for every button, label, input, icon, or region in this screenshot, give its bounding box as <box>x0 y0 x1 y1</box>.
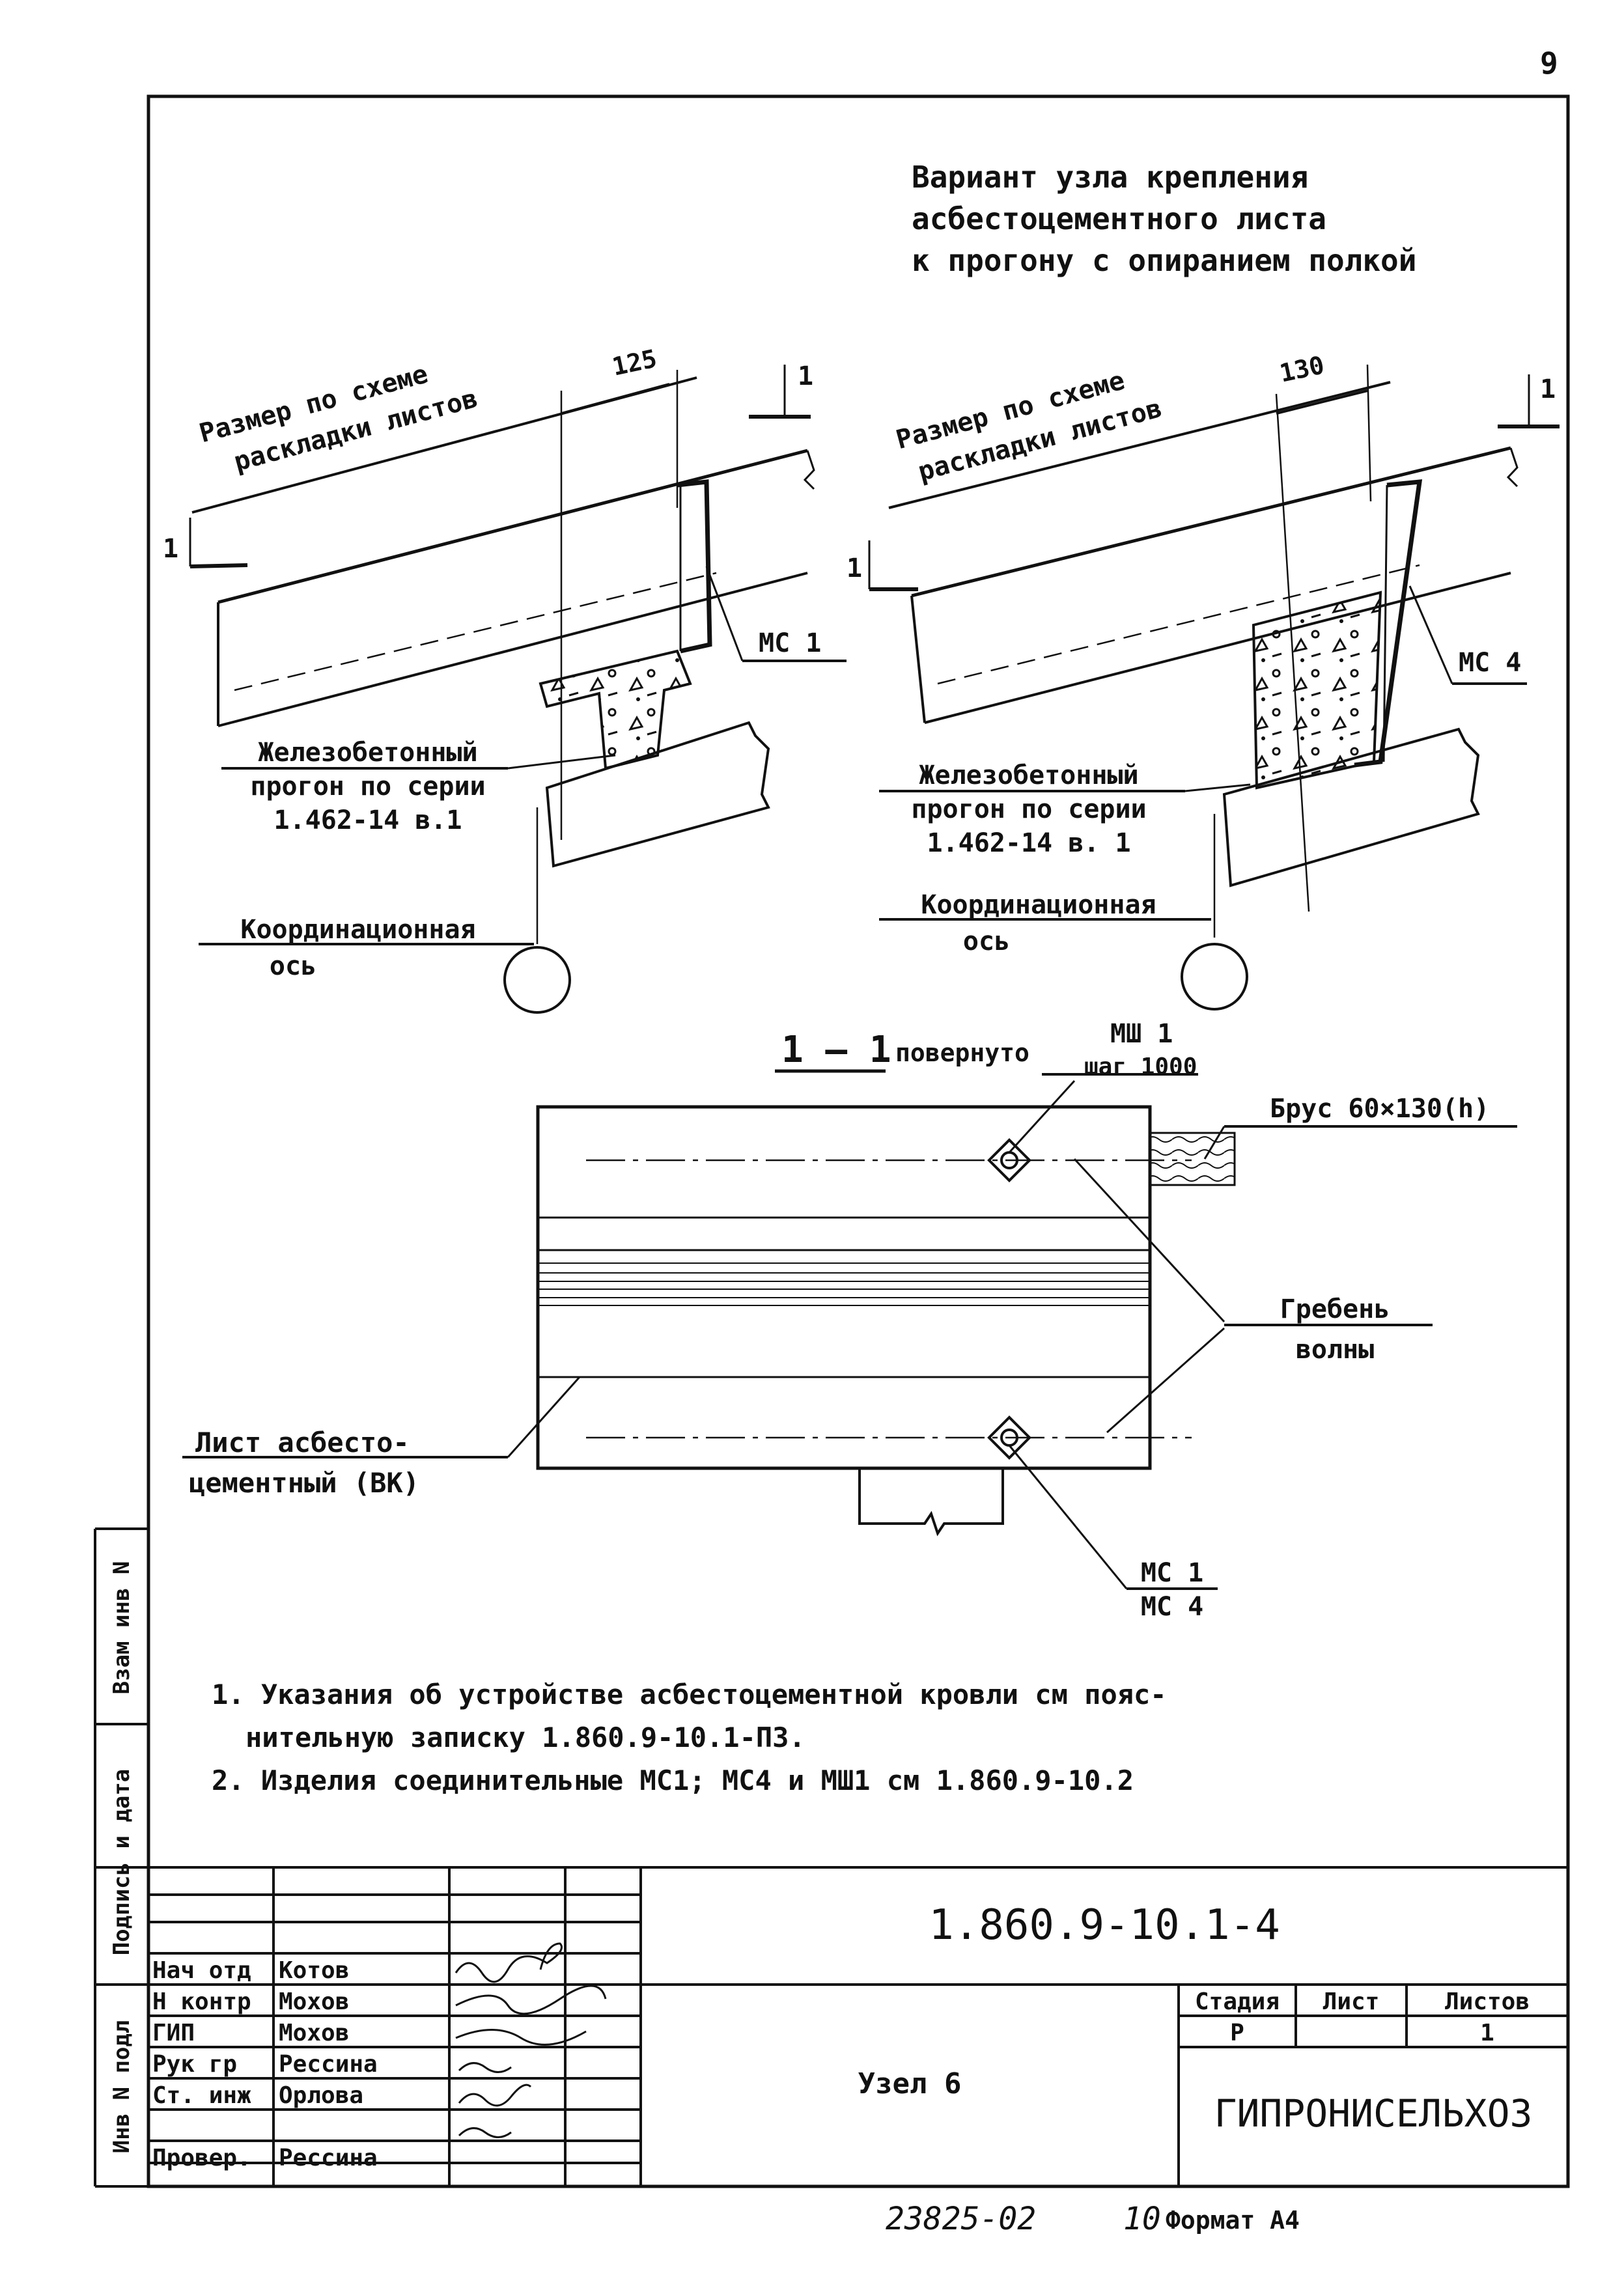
title-line-2: асбестоцементного листа <box>912 201 1326 236</box>
sheets-value: 1 <box>1480 2020 1494 2046</box>
section-part-labels: МС 1 МС 4 <box>1140 1558 1204 1622</box>
left-purlin-label: Железобетонный прогон по серии 1.462-14 … <box>250 738 486 835</box>
left-detail-drawing <box>189 365 847 1014</box>
left-part-label: МС 1 <box>759 628 822 658</box>
side-stamp-inv: Инв N подл <box>109 2020 135 2154</box>
title-line-3: к прогону с опиранием полкой <box>912 243 1417 278</box>
name-1: Котов <box>279 1957 350 1984</box>
drawing-title: Вариант узла крепления асбестоцементного… <box>912 156 1416 281</box>
side-stamp-signature: Подпись и дата <box>109 1768 135 1956</box>
ridge-label: Гребень волны <box>1280 1294 1390 1365</box>
name-6: Рессина <box>279 2145 378 2171</box>
sheet-header: Лист <box>1323 1988 1380 2015</box>
role-6: Провер. <box>152 2145 251 2171</box>
name-3: Мохов <box>279 2020 350 2046</box>
right-section-mark-upper: 1 <box>1540 374 1556 404</box>
right-purlin-label: Железобетонный прогон по серии 1.462-14 … <box>911 760 1147 858</box>
title-block-grid <box>94 1527 1568 2188</box>
left-section-mark-lower: 1 <box>163 534 179 564</box>
sheet-name: Узел 6 <box>858 2067 962 2100</box>
right-part-label: МС 4 <box>1459 648 1522 678</box>
footer-number: 23825-02 <box>886 2201 1037 2237</box>
note-2: 2. Изделия соединительные МС1; МС4 и МШ1… <box>212 1764 1134 1796</box>
notes: 1. Указания об устройстве асбестоцементн… <box>212 1673 1167 1802</box>
name-4: Рессина <box>279 2051 378 2078</box>
sheets-header: Листов <box>1444 1988 1530 2015</box>
organization: ГИПРОНИСЕЛЬХОЗ <box>1214 2091 1533 2136</box>
side-stamp-replace: Взам инв N <box>109 1561 135 1695</box>
stage-value: Р <box>1230 2020 1244 2046</box>
name-2: Мохов <box>279 1988 350 2015</box>
role-3: ГИП <box>152 2020 195 2046</box>
role-5: Ст. инж <box>152 2082 251 2109</box>
role-1: Нач отд <box>152 1957 251 1984</box>
page-frame <box>147 94 1570 2188</box>
signature-scribbles <box>455 1942 607 2138</box>
right-detail-drawing <box>868 364 1560 1011</box>
section-drawing <box>182 1069 1517 1590</box>
role-2: Н контр <box>152 1988 251 2015</box>
section-rotated: повернуто <box>895 1038 1029 1067</box>
note-1-cont: нительную записку 1.860.9-10.1-ПЗ. <box>245 1721 805 1753</box>
page-number: 9 <box>1540 46 1558 81</box>
note-1: 1. Указания об устройстве асбестоцементн… <box>212 1679 1167 1710</box>
title-line-1: Вариант узла крепления <box>912 160 1309 195</box>
section-title: 1 — 1 <box>781 1029 891 1071</box>
screw-label: МШ 1 <box>1110 1019 1173 1049</box>
beam-label: Брус 60×130(h) <box>1270 1094 1490 1124</box>
right-section-mark-lower: 1 <box>847 553 863 583</box>
role-4: Рук гр <box>152 2051 238 2078</box>
name-5: Орлова <box>279 2082 364 2109</box>
stage-header: Стадия <box>1194 1988 1280 2015</box>
footer-format: Формат А4 <box>1166 2206 1300 2235</box>
right-axis-label: Координационная ось <box>921 890 1156 956</box>
footer-copy: 10 <box>1123 2201 1161 2237</box>
left-section-mark-upper: 1 <box>798 361 814 391</box>
sheet-label: Лист асбесто- цементный (ВК) <box>189 1427 420 1499</box>
left-axis-label: Координационная ось <box>240 915 476 981</box>
doc-code: 1.860.9-10.1-4 <box>929 1901 1280 1949</box>
screw-step-label: шаг 1000 <box>1084 1053 1197 1080</box>
